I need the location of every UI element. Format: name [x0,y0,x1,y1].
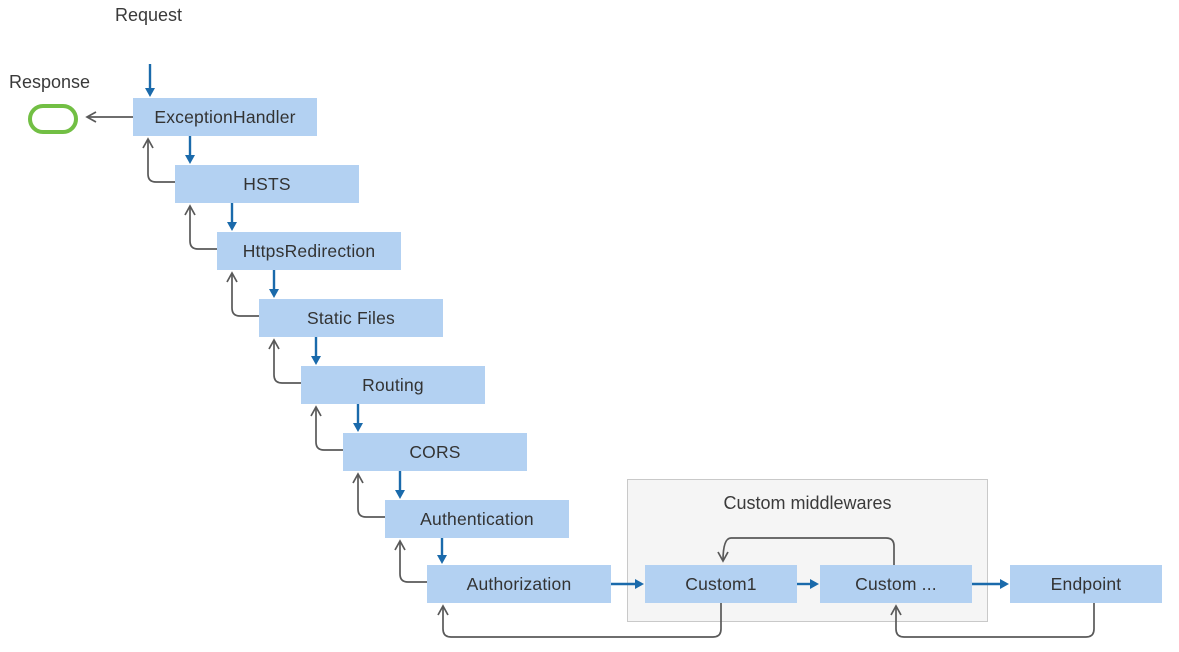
arrow-authorization-to-custom1 [611,579,644,589]
node-cors: CORS [343,433,527,471]
node-routing: Routing [301,366,485,404]
return-arrow-authorization-to-authentication [394,539,427,583]
return-arrow-staticfiles-to-httpsredirection [226,271,259,317]
node-staticfiles: Static Files [259,299,443,337]
node-exceptionhandler: ExceptionHandler [133,98,317,136]
arrow-exceptionhandler-to-hsts [185,136,195,164]
return-arrow-custom1-to-authorization [437,603,722,638]
return-arrow-endpoint-to-custom-dots [890,603,1095,638]
arrow-hsts-to-httpsredirection [227,203,237,231]
node-authorization: Authorization [427,565,611,603]
return-arrow-routing-to-staticfiles [268,338,301,384]
response-label: Response [9,72,91,92]
request-label: Request [115,5,183,25]
response-arrow [85,111,133,123]
node-custom-dots: Custom ... [820,565,972,603]
arrow-cors-to-authentication [395,471,405,499]
arrow-staticfiles-to-routing [311,337,321,365]
return-arrow-httpsredirection-to-hsts [184,204,217,250]
node-custom1: Custom1 [645,565,797,603]
node-httpsredirection: HttpsRedirection [217,232,401,270]
return-arrow-custom-dots-to-custom1 [717,537,895,565]
node-authentication: Authentication [385,500,569,538]
response-terminal-shape [28,104,78,134]
return-arrow-cors-to-routing [310,405,343,451]
node-hsts: HSTS [175,165,359,203]
custom-middlewares-title: Custom middlewares [723,493,892,513]
arrow-httpsredirection-to-staticfiles [269,270,279,298]
arrow-routing-to-cors [353,404,363,432]
arrow-custom1-to-custom-dots [797,579,819,589]
arrow-authentication-to-authorization [437,538,447,564]
return-arrow-authentication-to-cors [352,472,385,518]
node-endpoint: Endpoint [1010,565,1162,603]
arrow-custom-dots-to-endpoint [972,579,1009,589]
return-arrow-hsts-to-exceptionhandler [142,137,175,183]
request-arrow [145,64,155,97]
